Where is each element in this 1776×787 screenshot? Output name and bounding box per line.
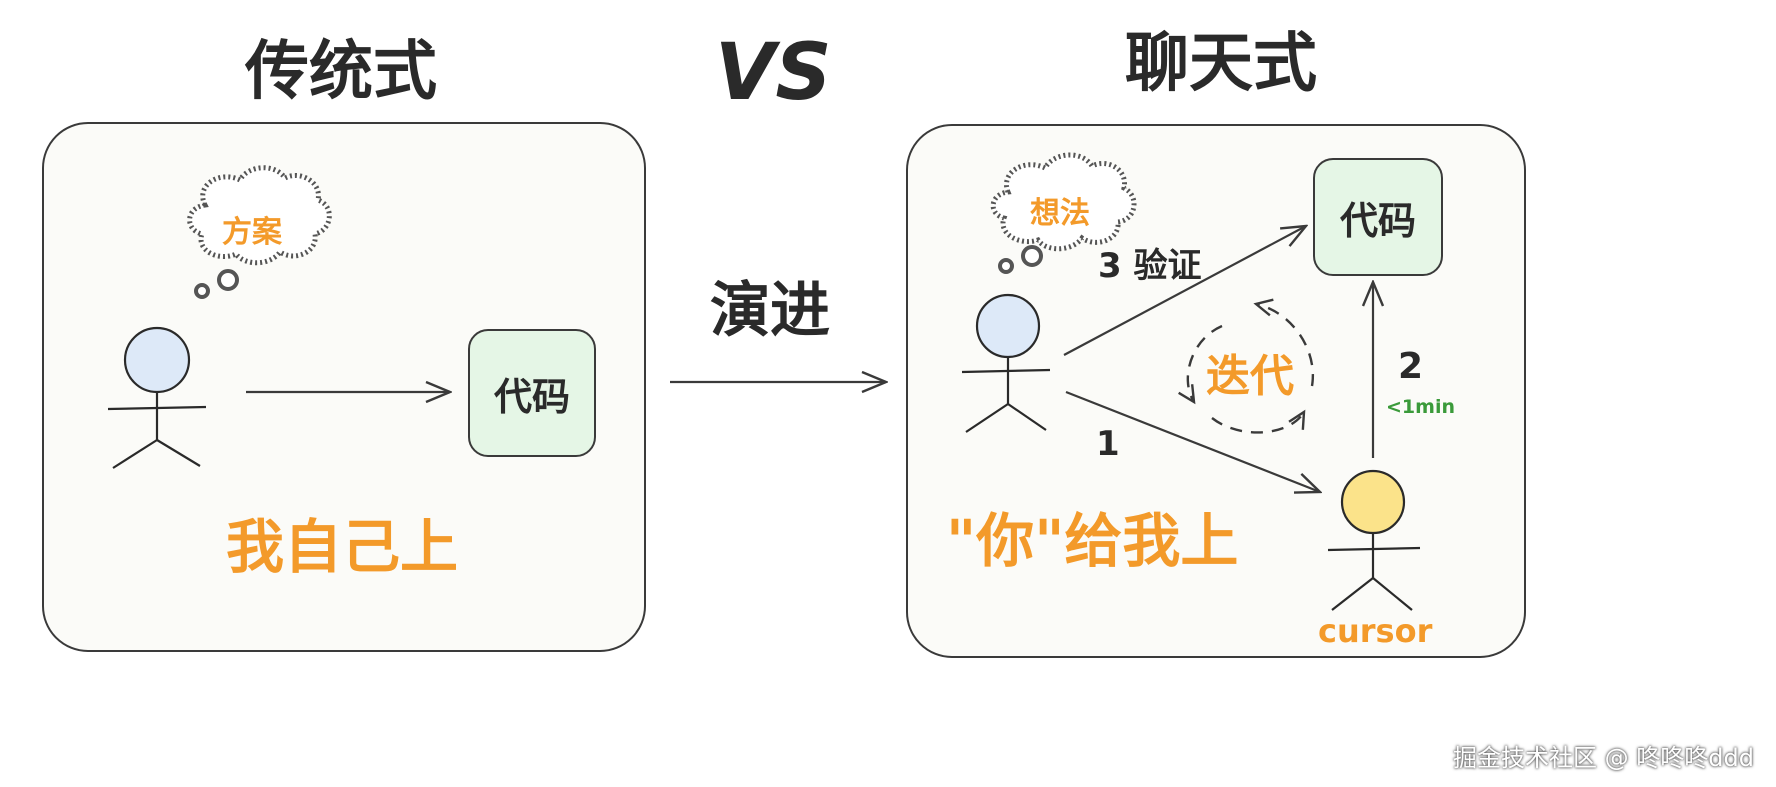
- right-thought-cloud: [990, 152, 1137, 274]
- iterate-label: 迭代: [1206, 351, 1294, 402]
- step2-note: <1min: [1386, 396, 1455, 418]
- cloud-shape: [187, 165, 332, 266]
- right-code-box: 代码: [1313, 158, 1443, 276]
- step2-label: 2: [1398, 346, 1424, 387]
- cursor-stick-figure: [1327, 469, 1421, 611]
- verify-arrow: [1063, 226, 1306, 356]
- iterate-loop: [1178, 298, 1315, 434]
- left-code-box: 代码: [468, 329, 596, 457]
- cloud-dot-small: [998, 258, 1014, 274]
- cloud-dot-big: [1021, 245, 1043, 267]
- user-figure-head: [975, 293, 1041, 359]
- step1-label: 1: [1096, 424, 1120, 464]
- right-code-label: 代码: [1339, 198, 1416, 243]
- left-thought-text: 方案: [222, 215, 282, 250]
- right-thought-text: 想法: [1030, 196, 1090, 231]
- user-stick-figure: [961, 293, 1051, 433]
- left-code-label: 代码: [493, 374, 570, 419]
- cloud-shape: [990, 152, 1137, 252]
- watermark: 掘金技术社区 @ 咚咚咚ddd: [1453, 744, 1754, 772]
- left-thought-cloud: [187, 165, 332, 299]
- left-stick-figure: [107, 326, 207, 469]
- cursor-figure-head: [1340, 469, 1406, 535]
- step1-arrow: [1065, 390, 1320, 492]
- right-caption: "你"给我上: [946, 507, 1239, 575]
- left-title: 传统式: [245, 35, 437, 109]
- cloud-dot-big: [217, 269, 239, 291]
- left-caption: 我自己上: [226, 513, 459, 581]
- cursor-label: cursor: [1318, 612, 1433, 650]
- right-title: 聊天式: [1125, 27, 1317, 101]
- step3-label: 3 验证: [1098, 246, 1202, 286]
- cloud-dot-small: [194, 283, 210, 299]
- evolve-label: 演进: [710, 276, 830, 346]
- vs-label: VS: [715, 28, 832, 118]
- left-figure-head: [123, 326, 191, 394]
